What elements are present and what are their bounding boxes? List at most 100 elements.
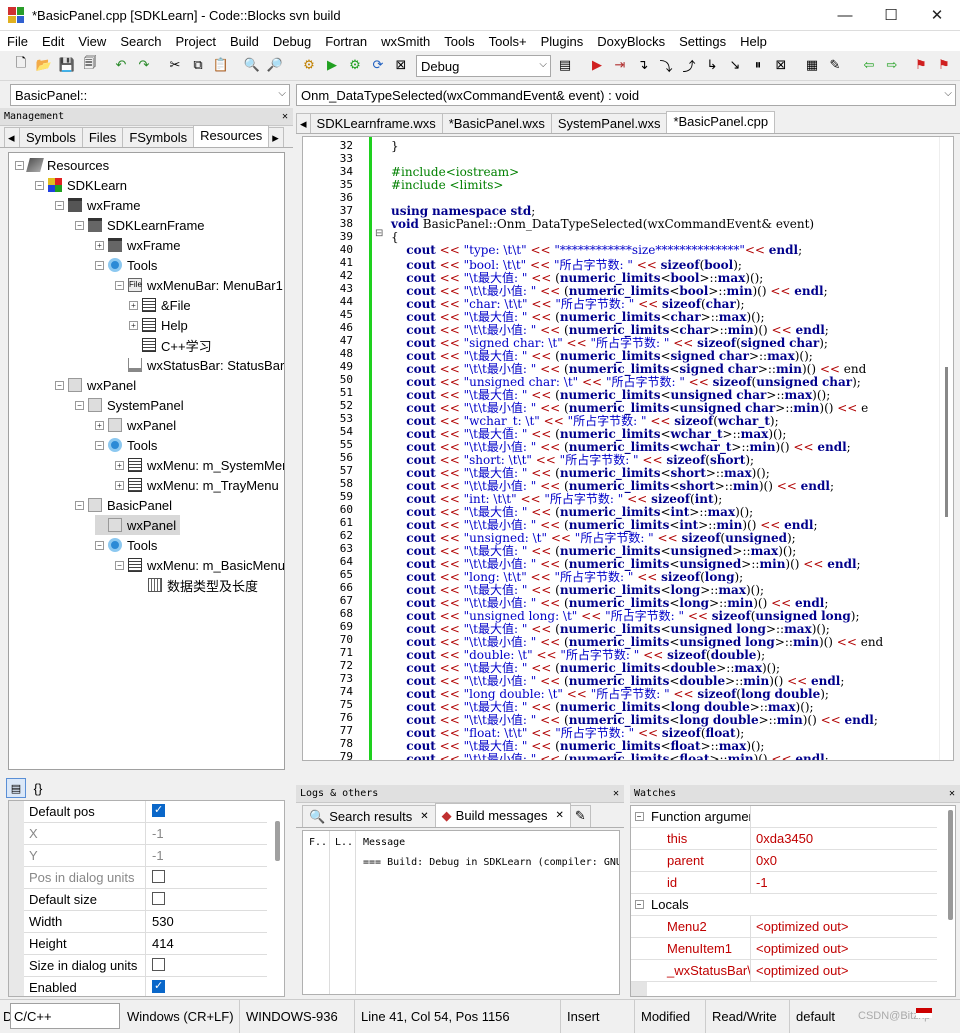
column-line[interactable]: L..	[335, 837, 354, 848]
close-icon[interactable]: ✕	[281, 111, 288, 122]
watch-row-wxstatusbar[interactable]: _wxStatusBar\<optimized out>	[631, 959, 937, 982]
prop-row-pos-dialog-units[interactable]: Pos in dialog units	[24, 866, 267, 889]
tree-node-menu-help[interactable]: +Help	[129, 315, 188, 335]
paste-icon[interactable]: 📋	[212, 57, 230, 72]
build-target-select[interactable]: Debug ⌵	[416, 55, 551, 77]
bookmark-next-icon[interactable]: ⚑	[938, 57, 950, 72]
tree-node-menu-file[interactable]: +&File	[129, 295, 191, 315]
next-line-icon[interactable]: ↴	[637, 57, 649, 72]
tab-symbols[interactable]: Symbols	[19, 127, 83, 147]
collapse-icon[interactable]: −	[75, 220, 84, 230]
tree-node-tools[interactable]: −Tools	[95, 255, 157, 275]
debug-continue-icon[interactable]: ▶	[592, 57, 602, 72]
cut-icon[interactable]: ✂	[169, 57, 181, 72]
expand-icon[interactable]: +	[129, 300, 138, 310]
collapse-icon[interactable]: −	[75, 400, 84, 410]
build-and-run-icon[interactable]: ⚙	[349, 57, 361, 72]
save-all-icon[interactable]: 🗐	[83, 55, 97, 70]
menu-file[interactable]: File	[7, 33, 28, 49]
build-messages-list[interactable]: F.. L.. Message === Build: Debug in SDKL…	[302, 830, 620, 995]
tab-fsymbols[interactable]: FSymbols	[122, 127, 195, 147]
bookmark-toggle-icon[interactable]: ⚑	[915, 57, 927, 72]
tab-files[interactable]: Files	[81, 127, 124, 147]
collapse-icon[interactable]: −	[631, 812, 647, 821]
prop-row-default-pos[interactable]: Default pos	[24, 801, 267, 823]
class-scope-select[interactable]: BasicPanel:: ⌵	[10, 84, 290, 106]
collapse-icon[interactable]: −	[55, 200, 64, 210]
tab-search-results[interactable]: 🔍Search results✕	[302, 805, 436, 827]
default-size-checkbox[interactable]	[152, 891, 165, 905]
collapse-icon[interactable]: −	[631, 900, 647, 909]
tree-node-wxframe-child[interactable]: +wxFrame	[95, 235, 180, 255]
editor-tab-basicpanel-cpp[interactable]: *BasicPanel.cpp	[666, 111, 776, 133]
function-scope-select[interactable]: Onm_DataTypeSelected(wxCommandEvent& eve…	[296, 84, 956, 106]
default-pos-checkbox[interactable]	[152, 803, 165, 817]
prop-row-size-dialog-units[interactable]: Size in dialog units	[24, 954, 267, 977]
close-icon[interactable]: ✕	[555, 810, 564, 821]
editor-tab-basicpanel-wxs[interactable]: *BasicPanel.wxs	[441, 113, 552, 133]
rebuild-icon[interactable]: ⟳	[372, 57, 384, 72]
pos-dialog-units-checkbox[interactable]	[152, 869, 165, 883]
next-instruction-icon[interactable]: ↳	[706, 57, 718, 72]
menu-plugins[interactable]: Plugins	[540, 33, 584, 49]
step-out-icon[interactable]: ⤴	[682, 58, 696, 74]
collapse-icon[interactable]: −	[15, 160, 24, 170]
stop-debugger-icon[interactable]: ⊠	[775, 57, 787, 72]
watch-row-id[interactable]: id-1	[631, 871, 937, 894]
tree-node-resources[interactable]: −Resources	[15, 155, 109, 175]
tree-node-wxframe[interactable]: −wxFrame	[55, 195, 140, 215]
close-icon[interactable]: ✕	[420, 811, 429, 822]
expand-icon[interactable]: +	[129, 320, 138, 330]
tree-node-systemmenu[interactable]: +wxMenu: m_SystemMenu	[115, 455, 284, 475]
expand-icon[interactable]: +	[115, 480, 124, 490]
prop-row-default-size[interactable]: Default size	[24, 888, 267, 911]
menu-edit[interactable]: Edit	[41, 33, 65, 49]
maximize-button[interactable]: ☐	[884, 7, 898, 24]
menu-doxyblocks[interactable]: DoxyBlocks	[597, 33, 666, 49]
collapse-icon[interactable]: −	[35, 180, 44, 190]
column-message[interactable]: Message	[363, 837, 406, 848]
watch-row-menuitem1[interactable]: MenuItem1<optimized out>	[631, 937, 937, 960]
tree-node-basicpanel-wxpanel-selected[interactable]: wxPanel	[95, 515, 181, 535]
menu-view[interactable]: View	[78, 33, 107, 49]
tree-node-systempanel[interactable]: −SystemPanel	[75, 395, 184, 415]
tree-node-statusbar[interactable]: wxStatusBar: StatusBar1	[128, 355, 284, 375]
abort-icon[interactable]: ⊠	[395, 57, 407, 72]
new-file-icon[interactable]: 🗋	[15, 55, 27, 70]
debug-windows-icon[interactable]: ▦	[805, 57, 819, 72]
tree-node-wxpanel[interactable]: −wxPanel	[55, 375, 136, 395]
minimize-button[interactable]: —	[837, 6, 853, 24]
pause-icon[interactable]: ⏸	[754, 57, 762, 72]
tab-scroll-left-icon[interactable]: ◂	[4, 127, 20, 147]
tree-node-basicmenu[interactable]: −wxMenu: m_BasicMenu	[115, 555, 284, 575]
scrollbar-thumb[interactable]	[945, 367, 948, 517]
editor-tab-scroll-left-icon[interactable]: ◂	[296, 113, 311, 133]
menu-tools-plus[interactable]: Tools+	[488, 33, 527, 49]
status-language[interactable]: C/C++	[10, 1003, 120, 1029]
tab-build-messages[interactable]: ◆Build messages✕	[434, 803, 571, 827]
expand-icon[interactable]: +	[95, 420, 104, 430]
target-options-icon[interactable]: ▤	[558, 57, 572, 72]
various-info-icon[interactable]: ✎	[829, 57, 841, 72]
watches-scrollbar[interactable]	[948, 810, 953, 920]
enabled-checkbox[interactable]	[152, 979, 165, 993]
step-into-icon[interactable]: ⤵	[659, 58, 673, 74]
tab-more-icon[interactable]: ✎	[569, 805, 591, 827]
menu-fortran[interactable]: Fortran	[325, 33, 368, 49]
collapse-icon[interactable]: −	[95, 260, 104, 270]
tree-node-systempanel-wxpanel[interactable]: +wxPanel	[95, 415, 176, 435]
menu-search[interactable]: Search	[120, 33, 162, 49]
tree-node-sdklearn[interactable]: −SDKLearn	[35, 175, 127, 195]
fold-marker-icon[interactable]: ⊟	[375, 228, 384, 239]
collapse-icon[interactable]: −	[55, 380, 64, 390]
run-icon[interactable]: ▶	[327, 57, 337, 72]
collapse-icon[interactable]: −	[95, 440, 104, 450]
tab-resources[interactable]: Resources	[193, 125, 270, 147]
prop-row-enabled[interactable]: Enabled	[24, 976, 267, 996]
tab-scroll-right-icon[interactable]: ▸	[268, 127, 285, 147]
